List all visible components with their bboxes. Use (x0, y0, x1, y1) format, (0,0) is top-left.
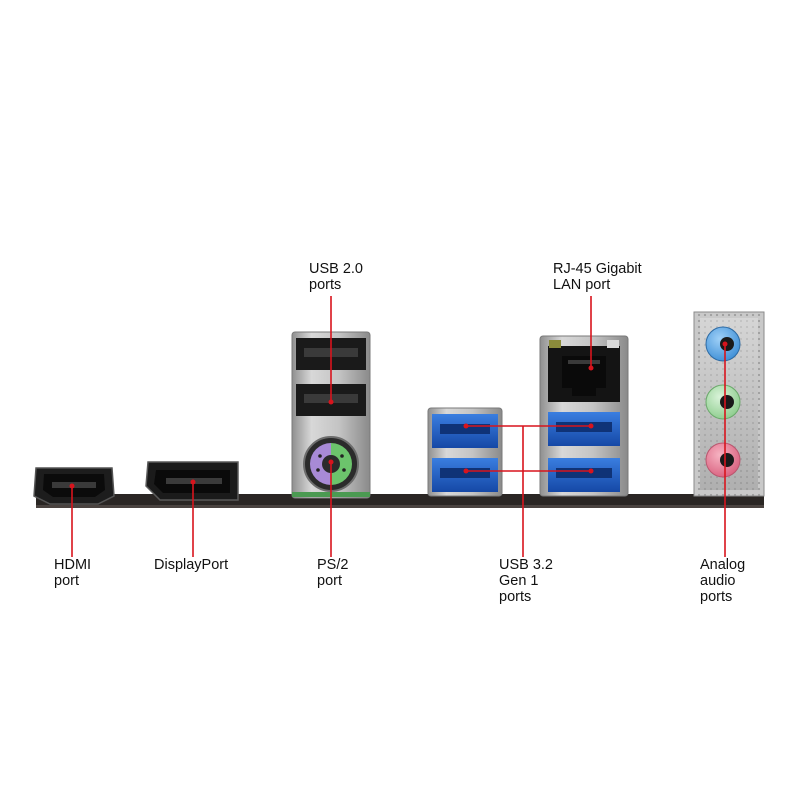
callout-dot (588, 365, 594, 371)
callout-dot (190, 479, 196, 485)
callout-dot (328, 399, 334, 405)
label-displayport: DisplayPort (154, 557, 229, 573)
usb3-port-icon (548, 412, 620, 492)
callout-dot (328, 459, 334, 465)
callout-dot (463, 468, 469, 474)
callout-dot (588, 423, 594, 429)
callout-dot (463, 423, 469, 429)
audio-jack-icon (693, 311, 765, 497)
callout-dot (69, 483, 75, 489)
callout-dot (588, 468, 594, 474)
callout-dots (69, 341, 728, 489)
callout-lines (71, 296, 726, 557)
pcb-board-edge (36, 505, 764, 508)
pcb-board (36, 494, 764, 506)
usb3-port-icon (427, 407, 503, 497)
callout-dot (722, 341, 728, 347)
